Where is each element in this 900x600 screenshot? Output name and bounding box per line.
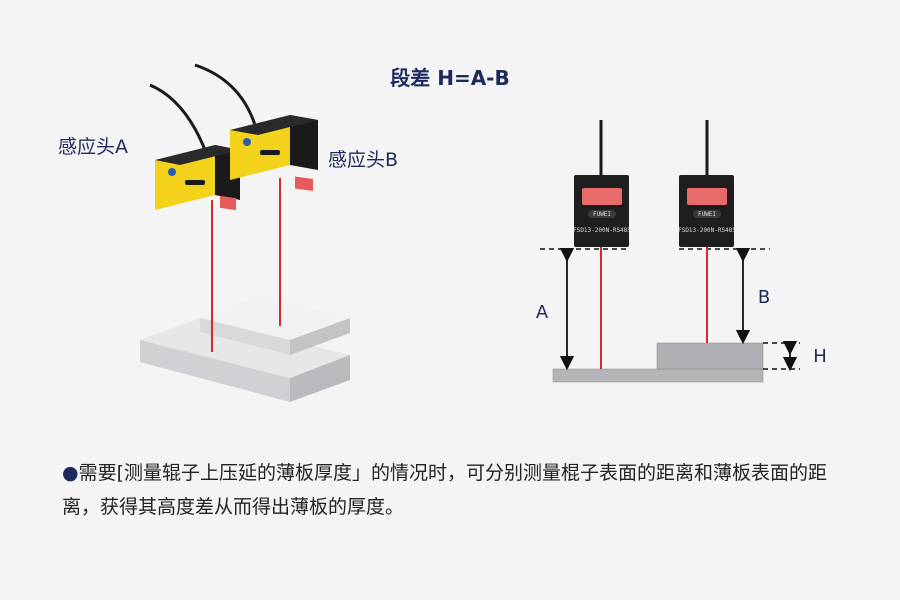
dimension-label-h: H: [813, 346, 827, 367]
left-plate: [140, 296, 350, 402]
sensor-b-label: 感应头B: [328, 149, 399, 171]
right-base-plate: [552, 368, 764, 383]
sensor-a-label: 感应头A: [58, 136, 128, 158]
camera-a-brand: FUWEI: [593, 211, 611, 218]
sensor-a-cable: [149, 83, 207, 151]
description: ●需要[测量辊子上压延的薄板厚度」的情况时，可分别测量棍子表面的距离和薄板表面的…: [62, 456, 862, 524]
description-text: 需要[测量辊子上压延的薄板厚度」的情况时，可分别测量棍子表面的距离和薄板表面的距…: [62, 462, 828, 518]
dimension-label-a: A: [536, 302, 549, 323]
camera-b-brand: FUWEI: [698, 211, 716, 218]
sensor-b-cable: [194, 63, 257, 126]
camera-a-model: FSD13-200N-RS485: [573, 227, 631, 234]
camera-a: FUWEI FSD13-200N-RS485: [573, 175, 631, 247]
dimension-label-b: B: [758, 287, 770, 308]
camera-b: FUWEI FSD13-200N-RS485: [678, 175, 736, 247]
right-sheet: [656, 342, 764, 370]
sensor-a: [155, 145, 240, 211]
description-bullet: ●: [62, 462, 79, 484]
camera-b-model: FSD13-200N-RS485: [678, 227, 736, 234]
sensor-b: [230, 115, 318, 191]
page-title: 段差 H=A-B: [390, 66, 510, 90]
